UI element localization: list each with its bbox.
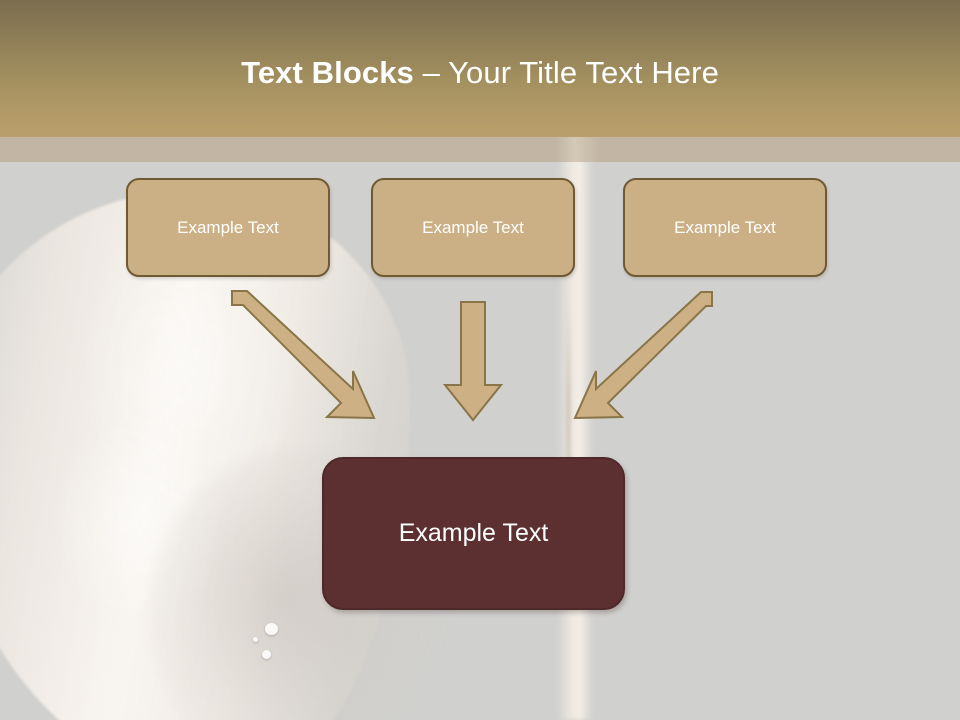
text-block-1-label: Example Text — [177, 217, 279, 237]
text-block-1[interactable]: Example Text — [126, 178, 330, 277]
background-stripe-edge — [566, 300, 571, 600]
background-highlight-speck — [253, 637, 258, 642]
header-band-highlight — [556, 137, 598, 162]
header-accent-band — [0, 137, 960, 162]
text-block-result-label: Example Text — [398, 519, 549, 547]
header-banner — [0, 0, 960, 137]
page-title-rest: – Your Title Text Here — [413, 55, 719, 90]
page-title-bold: Text Blocks — [241, 55, 414, 90]
text-block-2-label: Example Text — [422, 217, 524, 237]
text-block-result[interactable]: Example Text — [322, 457, 625, 610]
background-highlight-speck — [265, 623, 278, 635]
text-block-3-label: Example Text — [674, 217, 776, 237]
page-title: Text Blocks – Your Title Text Here — [0, 52, 960, 94]
text-block-3[interactable]: Example Text — [623, 178, 827, 277]
text-block-2[interactable]: Example Text — [371, 178, 575, 277]
background-highlight-speck — [262, 650, 271, 659]
